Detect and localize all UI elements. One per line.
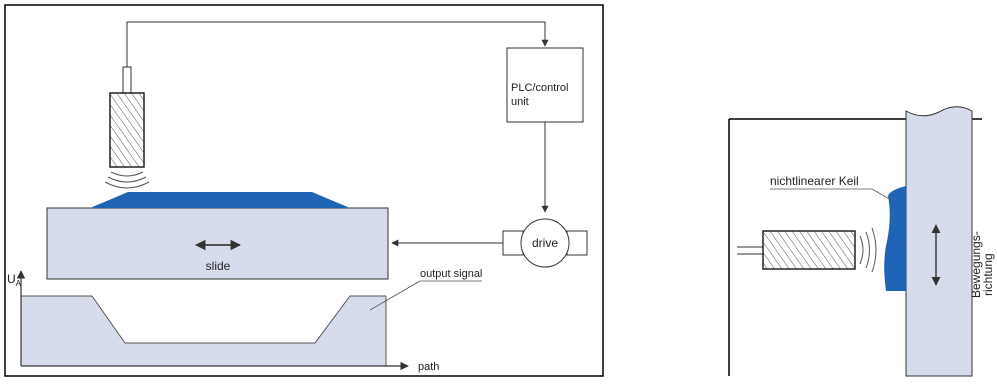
drive-shaft-left	[502, 230, 524, 256]
slide-label: slide	[206, 259, 231, 273]
drive-circle	[520, 218, 570, 268]
left-diagram: PLC/control unit drive slide	[4, 4, 604, 377]
signal-fill	[21, 296, 386, 366]
signal-curve	[21, 295, 386, 344]
path-label: path	[418, 361, 439, 373]
sensor-cable	[122, 66, 132, 94]
plc-unit: PLC/control unit	[506, 47, 584, 123]
wedge-label: nichtlinearer Keil	[770, 174, 859, 188]
plc-label-line1: PLC/control	[511, 82, 568, 94]
y-axis-label: UA	[7, 272, 22, 288]
slide-assembly: slide	[46, 192, 389, 280]
signal-line	[126, 21, 549, 67]
drive-label: drive	[532, 236, 558, 250]
plc-label-line2: unit	[511, 96, 529, 108]
right-sensor-field-waves	[859, 227, 877, 273]
nonlinear-wedge	[884, 186, 906, 291]
right-sensor-body	[762, 230, 856, 270]
direction-label-line1: Bewegungs-	[969, 231, 983, 298]
drive-motor: drive	[502, 218, 588, 268]
inductive-sensor	[104, 66, 150, 189]
output-signal-leader	[369, 280, 421, 311]
moving-part	[905, 106, 973, 377]
left-frame	[4, 4, 604, 377]
right-diagram: nichtlinearer Keil Bewegungs- richtung	[728, 106, 995, 377]
sensor-body	[109, 92, 145, 168]
sensor-field-waves	[104, 171, 150, 189]
output-signal-label: output signal	[420, 268, 482, 280]
direction-label-line2: richtung	[981, 253, 995, 296]
drive-shaft-right	[566, 230, 588, 256]
linear-wedge	[90, 192, 350, 208]
wedge-leader	[871, 188, 894, 202]
output-signal-graph: UA output signal path	[7, 268, 482, 373]
